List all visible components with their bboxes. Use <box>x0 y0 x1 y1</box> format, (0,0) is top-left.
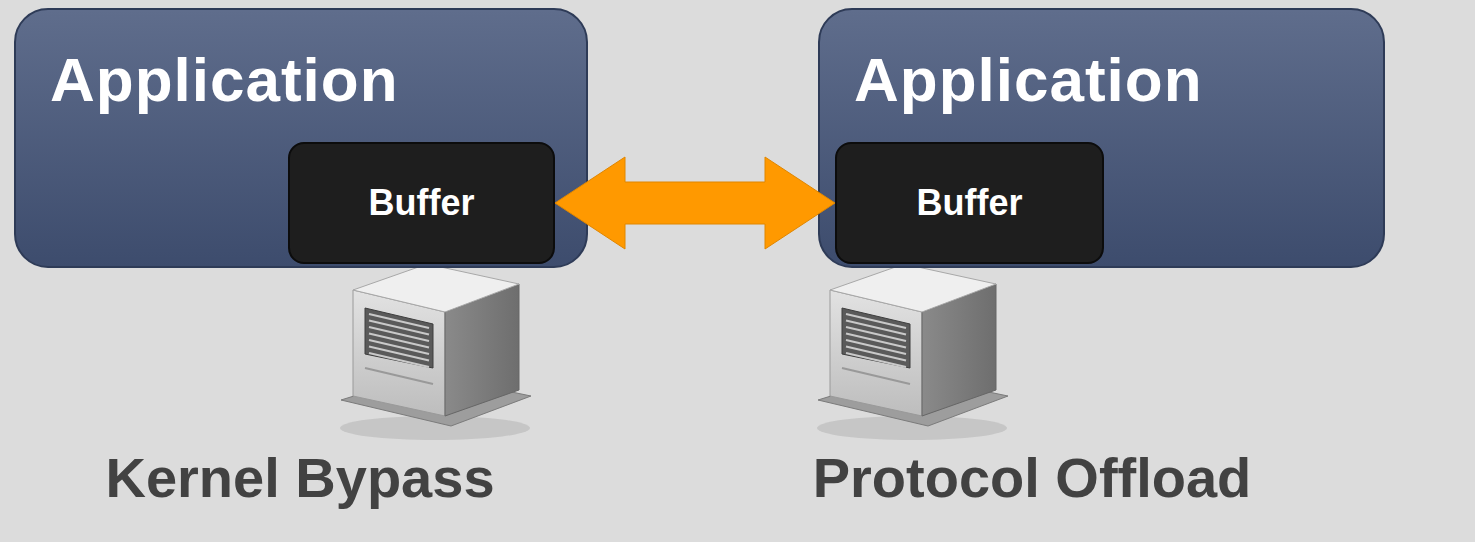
buffer-box: Buffer <box>288 142 555 264</box>
buffer-box: Buffer <box>835 142 1104 264</box>
application-box: ApplicationBuffer <box>818 8 1385 268</box>
application-box: ApplicationBuffer <box>14 8 588 268</box>
box-heading: Application <box>854 44 1203 115</box>
double-arrow <box>555 157 835 249</box>
server-icon <box>812 250 1017 445</box>
caption-label: Protocol Offload <box>813 445 1252 510</box>
box-heading: Application <box>50 44 399 115</box>
server-icon <box>335 250 540 445</box>
box-label: Buffer <box>369 182 475 224</box>
box-label: Buffer <box>917 182 1023 224</box>
caption-label: Kernel Bypass <box>105 445 494 510</box>
